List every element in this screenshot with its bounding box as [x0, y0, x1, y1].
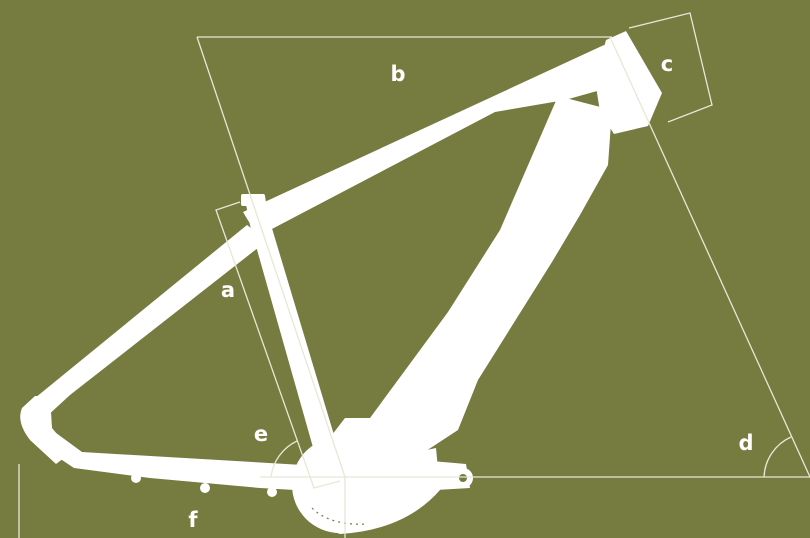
top-tube: [243, 45, 628, 232]
measurement-lines: [18, 12, 810, 538]
seat-tube: [244, 194, 340, 465]
label-d: d: [738, 431, 753, 455]
line-head-angle: [609, 36, 810, 478]
chain-stay: [50, 430, 330, 492]
motor-detail: [311, 507, 369, 525]
line-c-box: [628, 12, 713, 123]
line-a-box: [215, 201, 341, 489]
label-b: b: [390, 62, 405, 86]
pivot-bolt-center: [459, 474, 467, 482]
seat-stay: [34, 225, 268, 418]
label-f: f: [188, 508, 198, 532]
bike-frame: [20, 31, 662, 534]
chainstay-bump-1: [131, 473, 141, 483]
chainstay-bump-2: [200, 483, 210, 493]
down-tube: [328, 96, 612, 470]
arc-d: [763, 436, 792, 478]
label-c: c: [661, 52, 673, 76]
label-a: a: [221, 278, 235, 302]
label-e: e: [254, 422, 268, 446]
head-tube: [595, 31, 662, 134]
seat-clamp: [241, 194, 265, 206]
arc-e: [270, 440, 298, 478]
motor-housing-bottom: [296, 448, 440, 534]
line-b-left: [196, 36, 346, 478]
chainstay-bump-3: [267, 487, 277, 497]
